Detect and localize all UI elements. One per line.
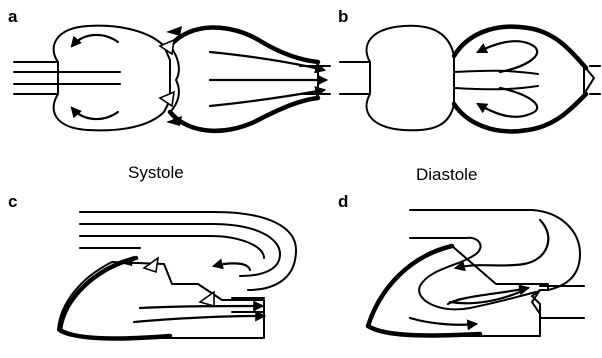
panel-c-diagram	[58, 212, 296, 339]
diastole-caption: Diastole	[416, 165, 477, 184]
panel-label-c: c	[8, 192, 17, 211]
panel-a-diagram	[14, 26, 330, 131]
panel-label-d: d	[338, 192, 348, 211]
panel-d-diagram	[368, 210, 584, 336]
panel-b-diagram	[340, 26, 600, 132]
panel-label-b: b	[338, 7, 348, 26]
panel-label-a: a	[8, 7, 18, 26]
systole-caption: Systole	[128, 163, 184, 182]
